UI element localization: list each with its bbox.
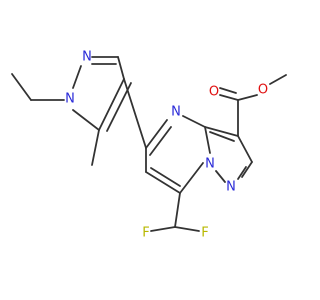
- atom-label: N: [82, 50, 92, 65]
- molecule-structure-diagram: N N N N N O O F F: [11, 50, 287, 241]
- bond: [145, 171, 181, 194]
- bond: [179, 162, 204, 194]
- atom-label: N: [205, 157, 215, 172]
- bond: [145, 119, 168, 149]
- atom-label: F: [142, 226, 149, 241]
- bond: [150, 167, 181, 187]
- bond: [174, 226, 200, 232]
- atom-label: N: [171, 105, 181, 120]
- atom-label: F: [201, 226, 208, 241]
- bond: [209, 131, 235, 142]
- bond: [241, 161, 253, 178]
- bond: [72, 109, 100, 131]
- bond: [219, 94, 239, 101]
- bond: [269, 74, 287, 85]
- atom-label: N: [226, 180, 236, 195]
- bond: [182, 115, 206, 128]
- bond: [11, 73, 32, 101]
- bond: [237, 166, 247, 180]
- bond: [204, 126, 239, 137]
- atom-label: N: [65, 92, 75, 107]
- bond: [117, 56, 125, 80]
- bond: [215, 170, 226, 183]
- bond: [149, 126, 172, 156]
- bond: [123, 78, 147, 149]
- bond: [91, 129, 100, 166]
- bond: [174, 192, 181, 228]
- atom-label: O: [258, 83, 268, 98]
- bond: [237, 94, 258, 101]
- bond: [150, 226, 176, 232]
- bonds: [11, 56, 287, 232]
- bond: [72, 65, 82, 89]
- bond: [237, 135, 253, 163]
- atom-labels: N N N N N O O F F: [65, 50, 268, 241]
- bond: [98, 78, 125, 131]
- atom-label: O: [209, 85, 219, 100]
- bond: [219, 87, 237, 94]
- bond: [204, 126, 211, 154]
